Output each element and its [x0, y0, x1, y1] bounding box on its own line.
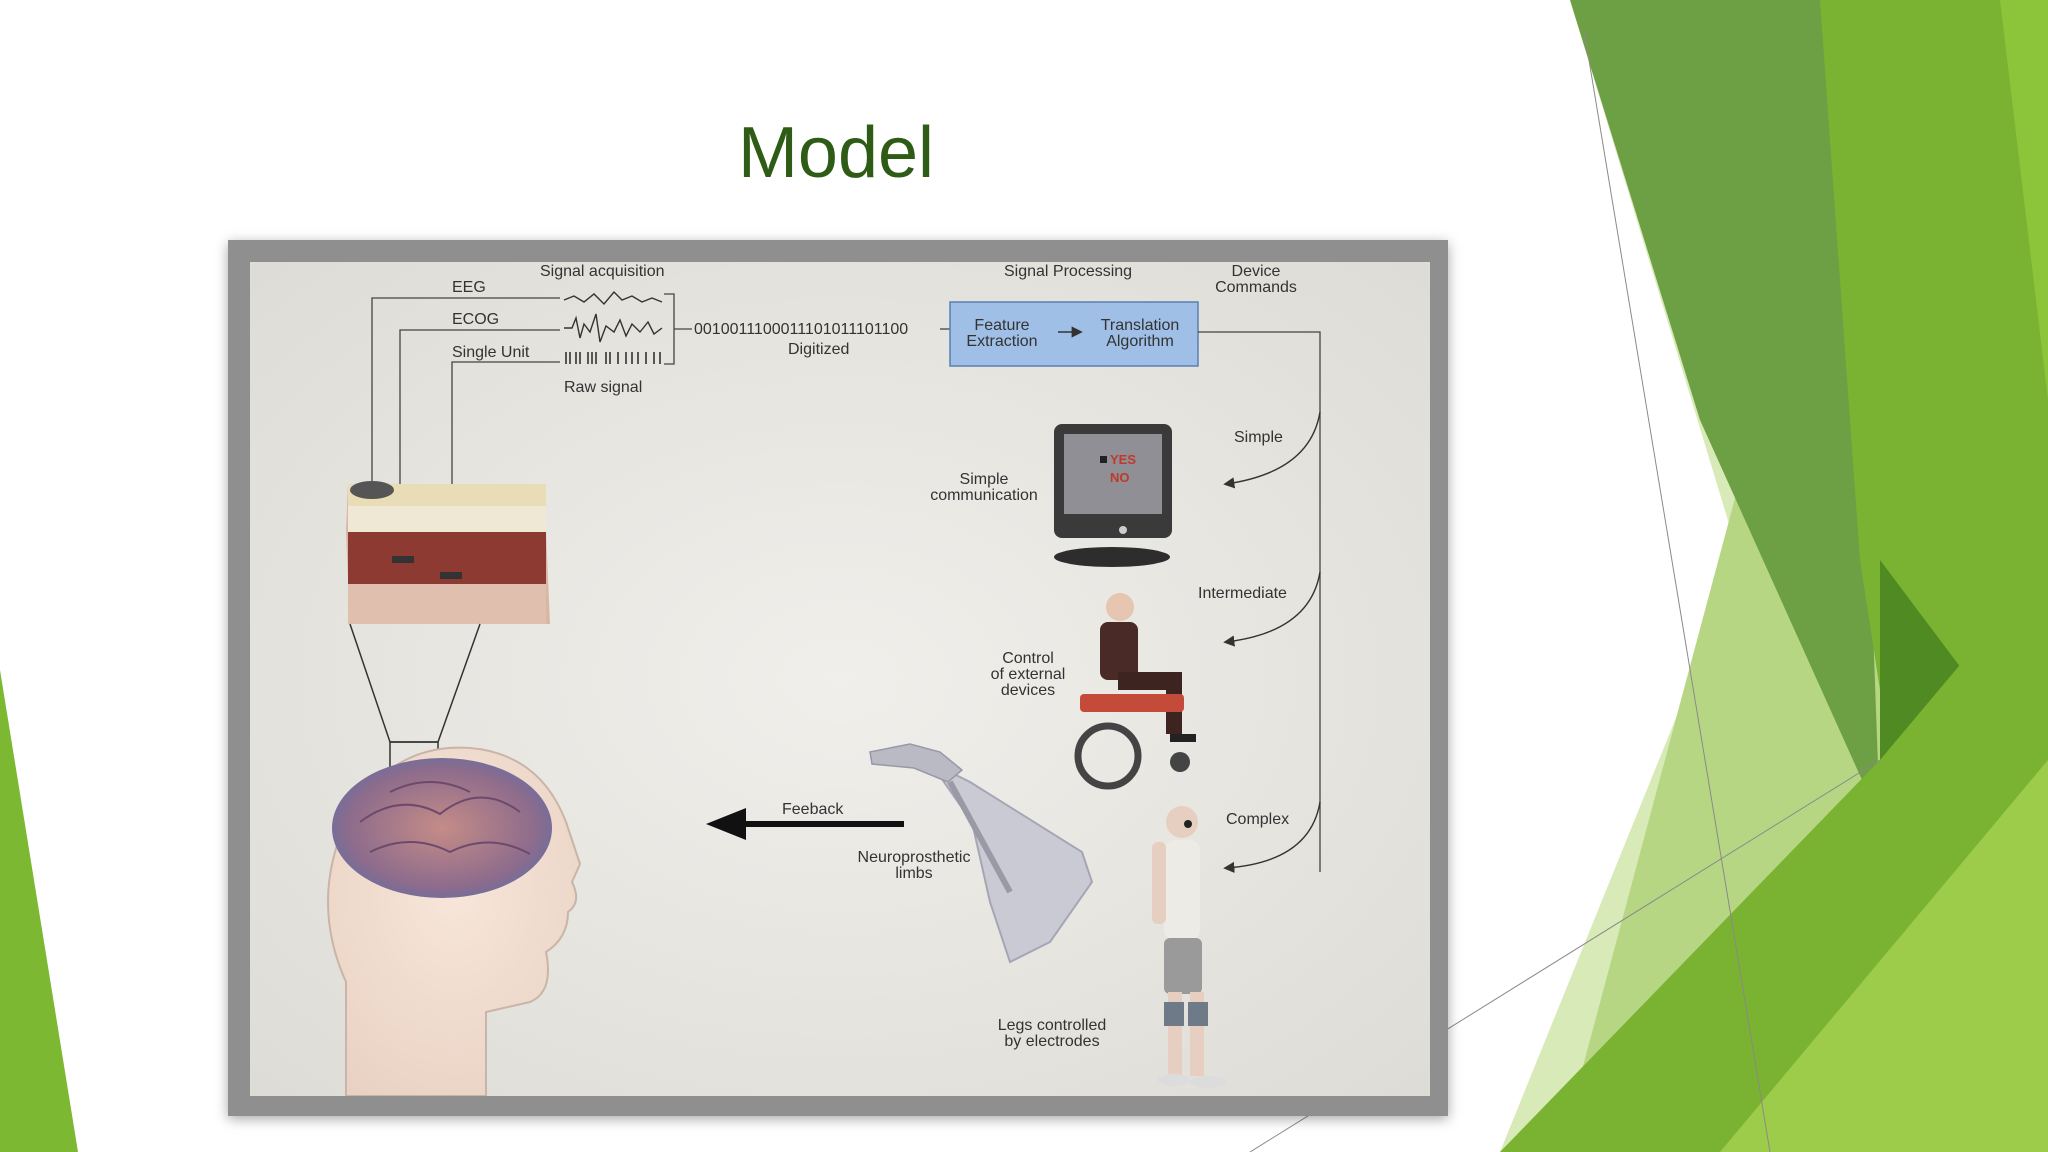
raw-signal-label: Raw signal — [564, 379, 642, 396]
feedback-arrow-head — [706, 808, 746, 840]
feature-extraction-label-line2: Extraction — [966, 333, 1037, 350]
slide-title: Model — [737, 113, 935, 193]
simple-communication-label-line1: Simple — [960, 471, 1009, 488]
no-label: NO — [1110, 470, 1130, 485]
walking-man-illustration — [1152, 806, 1226, 1088]
wheelchair-user-illustration — [1074, 593, 1196, 790]
signal-processing-label: Signal Processing — [1004, 263, 1132, 280]
deco-shape-light-3 — [1720, 760, 2048, 1152]
ecog-wave — [564, 313, 663, 343]
feedback-label: Feeback — [782, 801, 844, 818]
neuroprosthetic-limbs-line2: limbs — [895, 865, 932, 882]
feature-extraction-label-line1: Feature — [974, 317, 1029, 334]
device-commands-label-line1: Device — [1232, 263, 1281, 280]
signal-acquisition-label: Signal acquisition — [540, 263, 665, 280]
cortex-cross-section-illustration — [346, 481, 550, 624]
intermediate-label: Intermediate — [1198, 585, 1287, 602]
brain-illustration — [332, 758, 552, 898]
eeg-wave — [563, 290, 663, 306]
binary-string: 0010011100011101011101100 — [694, 321, 908, 338]
eeg-label: EEG — [452, 279, 486, 296]
yes-label: YES — [1110, 452, 1136, 467]
single-unit-spikes — [565, 352, 661, 364]
control-external-devices-line2: of external — [991, 666, 1066, 683]
legs-controlled-line2: by electrodes — [1004, 1033, 1099, 1050]
simple-command-arrow — [1223, 411, 1321, 489]
neuroprosthetic-arm-illustration — [869, 743, 1094, 964]
deco-shape-dark-1 — [1570, 0, 1880, 820]
control-external-devices-line3: devices — [1001, 682, 1055, 699]
bci-diagram: Signal acquisition EEG ECOG Single Unit — [250, 262, 1430, 1096]
device-commands-line — [1198, 331, 1321, 872]
deco-line-1 — [1583, 29, 1771, 1152]
simple-communication-label-line2: communication — [930, 487, 1038, 504]
intermediate-command-arrow — [1223, 571, 1321, 647]
legs-controlled-line1: Legs controlled — [998, 1017, 1107, 1034]
simple-label: Simple — [1234, 429, 1283, 446]
ecog-label: ECOG — [452, 311, 499, 328]
bci-diagram-figure: Signal acquisition EEG ECOG Single Unit — [250, 262, 1430, 1096]
deco-shape-mid-2 — [2000, 0, 2048, 400]
neuroprosthetic-limbs-line1: Neuroprosthetic — [858, 849, 971, 866]
complex-label: Complex — [1226, 811, 1289, 828]
single-unit-label: Single Unit — [452, 344, 530, 361]
device-commands-label-line2: Commands — [1215, 279, 1297, 296]
deco-shape-left — [0, 670, 78, 1152]
monitor-illustration: YES NO — [1054, 424, 1172, 567]
control-external-devices-line1: Control — [1002, 650, 1054, 667]
deco-shape-mid-1 — [1820, 0, 2048, 820]
translation-algorithm-label-line2: Algorithm — [1106, 333, 1174, 350]
complex-command-arrow — [1223, 801, 1321, 873]
eeg-leader-line — [371, 297, 560, 492]
digitized-label: Digitized — [788, 341, 849, 358]
translation-algorithm-label-line1: Translation — [1101, 317, 1180, 334]
head-illustration — [327, 746, 582, 1096]
